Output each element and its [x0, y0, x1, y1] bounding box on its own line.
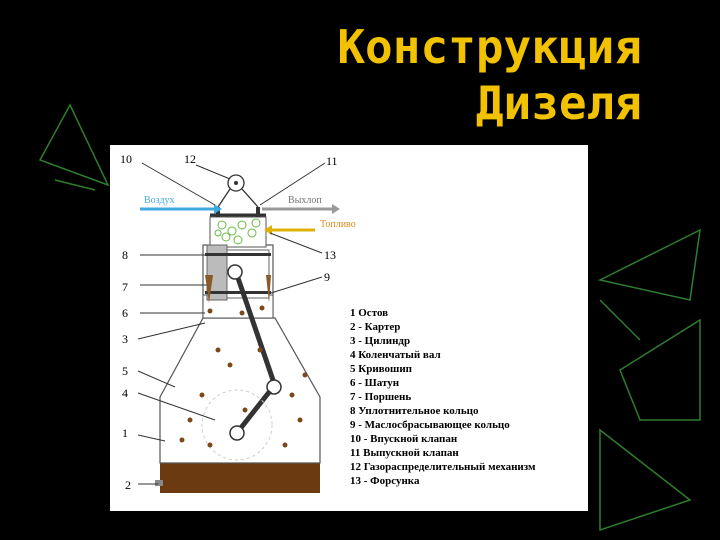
cylinder-deposit-right — [266, 275, 271, 303]
air-charge — [214, 218, 261, 245]
fuel-arrow-head — [264, 225, 272, 235]
cylinder-deposit-left — [205, 275, 213, 303]
legend-item: 7 - Поршень — [350, 391, 411, 403]
fuel-label: Топливо — [320, 219, 356, 230]
diagram-panel: 10 12 11 8 13 7 9 6 3 5 4 1 2 Воздух Вых… — [110, 145, 588, 511]
bg-triangle-left — [38, 103, 110, 187]
label-1: 1 — [122, 426, 128, 440]
legend-item: 11 Выпускной клапан — [350, 447, 459, 459]
rocker-left — [217, 188, 231, 208]
rocker-right — [241, 188, 259, 208]
crank-pin — [266, 379, 282, 395]
label-10: 10 — [120, 152, 132, 166]
wrist-pin — [227, 264, 243, 280]
engine-frame — [159, 317, 321, 464]
crankshaft — [229, 425, 245, 441]
diesel-engine-diagram: 10 12 11 8 13 7 9 6 3 5 4 1 2 Воздух Вых… — [120, 152, 536, 493]
oil-plug — [155, 480, 163, 486]
legend-item: 6 - Шатун — [350, 377, 400, 389]
label-12: 12 — [184, 152, 196, 166]
legend-item: 13 - Форсунка — [350, 475, 420, 487]
bg-line-right — [599, 299, 641, 341]
bg-diamond-right — [619, 318, 701, 421]
connecting-rod — [235, 277, 277, 384]
label-3: 3 — [122, 332, 128, 346]
label-8: 8 — [122, 248, 128, 262]
legend-item: 5 Кривошип — [350, 363, 413, 375]
label-11: 11 — [326, 154, 338, 168]
exhaust-label: Выхлоп — [288, 195, 322, 206]
legend-item: 3 - Цилиндр — [350, 335, 410, 347]
label-13: 13 — [324, 248, 336, 262]
legend-item: 8 Уплотнительное кольцо — [350, 405, 479, 417]
label-7: 7 — [122, 280, 128, 294]
leader-lines — [137, 162, 326, 485]
bg-triangle-right-bottom — [599, 428, 692, 532]
legend-item: 10 - Впускной клапан — [350, 433, 458, 445]
legend-item: 4 Коленчатый вал — [350, 349, 441, 361]
crank-circle — [201, 389, 273, 461]
bg-triangle-right-top — [597, 228, 701, 301]
cylinder-head — [209, 216, 267, 248]
crankcase-oil — [160, 463, 320, 493]
bg-line-left — [54, 179, 96, 191]
label-9: 9 — [324, 270, 330, 284]
air-arrow-head — [214, 204, 222, 214]
parts-legend: 1 Остов 2 - Картер 3 - Цилиндр 4 Коленча… — [350, 307, 536, 487]
legend-item: 2 - Картер — [350, 321, 400, 333]
title-line-1: Конструкция — [337, 20, 642, 74]
seal-ring — [205, 253, 271, 256]
intake-valve — [216, 207, 220, 217]
cam-center — [234, 181, 238, 185]
label-4: 4 — [122, 386, 128, 400]
oil-scraper-ring — [205, 291, 271, 294]
title-line-2: Дизеля — [475, 76, 642, 130]
exhaust-arrow-head — [332, 204, 340, 214]
label-5: 5 — [122, 364, 128, 378]
legend-item: 1 Остов — [350, 307, 388, 319]
legend-item: 12 Газораспределительный механизм — [350, 461, 536, 473]
oil-splash — [179, 305, 308, 448]
exhaust-valve — [256, 207, 260, 217]
label-2: 2 — [125, 478, 131, 492]
legend-item: 9 - Маслосбрасывающее кольцо — [350, 419, 510, 431]
air-label: Воздух — [144, 195, 175, 206]
label-6: 6 — [122, 306, 128, 320]
crank-arm — [238, 389, 272, 431]
